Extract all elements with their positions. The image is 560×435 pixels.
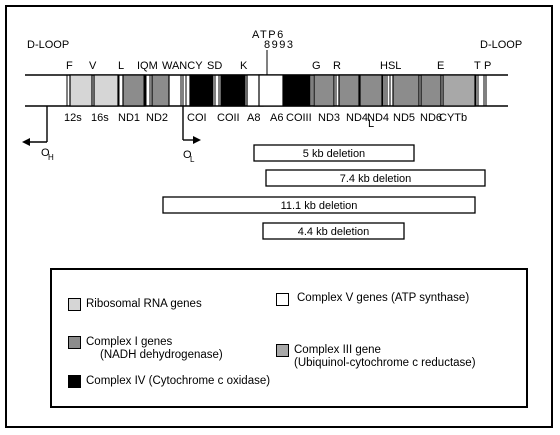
deletion-bar-4-4-kb-deletion — [262, 222, 405, 240]
gene-label-coii: COII — [217, 112, 240, 124]
trna-label-r: R — [333, 60, 341, 72]
arrow-left-icon — [22, 138, 30, 146]
gene-block-coiii — [283, 74, 311, 107]
gene-block-16s — [93, 74, 119, 107]
gene-block-coii — [220, 74, 246, 107]
gene-block-nd4 — [359, 74, 383, 107]
trna-label-wancy: WANCY — [162, 60, 203, 72]
gene-label-nd1: ND1 — [118, 112, 140, 124]
gene-label-nd4: ND4 — [367, 112, 389, 124]
gene-label-nd2: ND2 — [146, 112, 168, 124]
gene-label-nd6: ND6 — [420, 112, 442, 124]
gene-block-cytb — [442, 74, 476, 107]
trna-label-hsl: HSL — [380, 60, 401, 72]
gene-block-12s — [69, 74, 93, 107]
figure-frame — [5, 5, 553, 428]
gene-label-coi: COI — [187, 112, 207, 124]
deletion-bars: 5 kb deletion 7.4 kb deletion 11.1 kb dele… — [162, 144, 486, 240]
gene-label-a8: A8 — [247, 112, 260, 124]
trna-label-v: V — [89, 60, 97, 72]
deletion-bar-5-kb-deletion — [253, 144, 415, 162]
deletion-bar-11-1-kb-deletion — [162, 196, 476, 214]
origin-light: O L — [182, 106, 201, 164]
deletion-label-11-1-kb-deletion: 11.1 kb deletion — [281, 200, 358, 212]
atp6-position-label: 8993 — [264, 39, 294, 51]
gene-blocks — [69, 74, 476, 107]
gene-label-nd5: ND5 — [393, 112, 415, 124]
legend-swatch-complex-iv — [68, 375, 81, 388]
deletion-label-7-4-kb-deletion: 7.4 kb deletion — [340, 173, 412, 185]
trna-label-sd: SD — [207, 60, 222, 72]
deletion-label-5-kb-deletion: 5 kb deletion — [303, 148, 365, 160]
trna-ticks — [66, 75, 487, 106]
gene-block-nd6 — [420, 74, 442, 107]
gene-block-nd1 — [122, 74, 146, 107]
legend-swatch-complex-i — [68, 336, 81, 349]
d-loop-right-label: D-LOOP — [480, 39, 522, 51]
d-loop-left-label: D-LOOP — [27, 39, 69, 51]
atp6-label: ATP6 — [252, 29, 285, 41]
legend-complex-iii-sub: (Ubiquinol-cytochrome c reductase) — [294, 357, 476, 369]
legend-complex-v-text: Complex V genes (ATP synthase) — [297, 292, 470, 304]
arrow-right-icon — [193, 136, 201, 144]
legend-complex-i-sub: (NADH dehydrogenase) — [100, 349, 223, 361]
legend-complex-iv-text: Complex IV (Cytochrome c oxidase) — [86, 375, 271, 387]
legend: Ribosomal RNA genes Complex V genes (ATP… — [50, 268, 528, 408]
gene-block-nd3 — [313, 74, 335, 107]
origin-heavy-label: O — [41, 147, 50, 159]
trna-label-g: G — [312, 60, 321, 72]
origin-heavy-sub: H — [48, 153, 54, 162]
trna-label-f: F — [66, 60, 73, 72]
gene-block-coi — [189, 74, 213, 107]
legend-swatch-complex-iii — [276, 344, 289, 357]
trna-label-iqm: IQM — [137, 60, 158, 72]
gene-label-coiii: COIII — [286, 112, 312, 124]
gene-label-a6: A6 — [270, 112, 283, 124]
gene-block-nd4l — [338, 74, 360, 107]
legend-ribosomal-text: Ribosomal RNA genes — [86, 298, 202, 310]
gene-label-nd3: ND3 — [318, 112, 340, 124]
trna-label-k: K — [240, 60, 248, 72]
trna-label-e: E — [437, 60, 444, 72]
origin-light-sub: L — [190, 155, 195, 164]
deletion-label-4-4-kb-deletion: 4.4 kb deletion — [298, 226, 370, 238]
legend-swatch-complex-v — [276, 293, 289, 306]
legend-swatch-ribosomal — [68, 298, 81, 311]
trna-label-t: T — [474, 60, 481, 72]
trna-label-p: P — [484, 60, 491, 72]
trna-label-l: L — [118, 60, 124, 72]
legend-complex-i-text: Complex I genes — [86, 336, 173, 348]
origin-heavy: O H — [22, 106, 54, 162]
gene-block-nd5 — [392, 74, 420, 107]
gene-label-12s: 12s — [64, 112, 82, 124]
gene-label-cytb: CYTb — [439, 112, 467, 124]
gene-label-16s: 16s — [91, 112, 109, 124]
gene-block-a6 — [258, 74, 284, 107]
legend-complex-iii-text: Complex III gene — [294, 344, 381, 356]
gene-block-nd2 — [151, 74, 170, 107]
deletion-bar-7-4-kb-deletion — [265, 169, 486, 187]
origin-light-label: O — [183, 149, 192, 161]
